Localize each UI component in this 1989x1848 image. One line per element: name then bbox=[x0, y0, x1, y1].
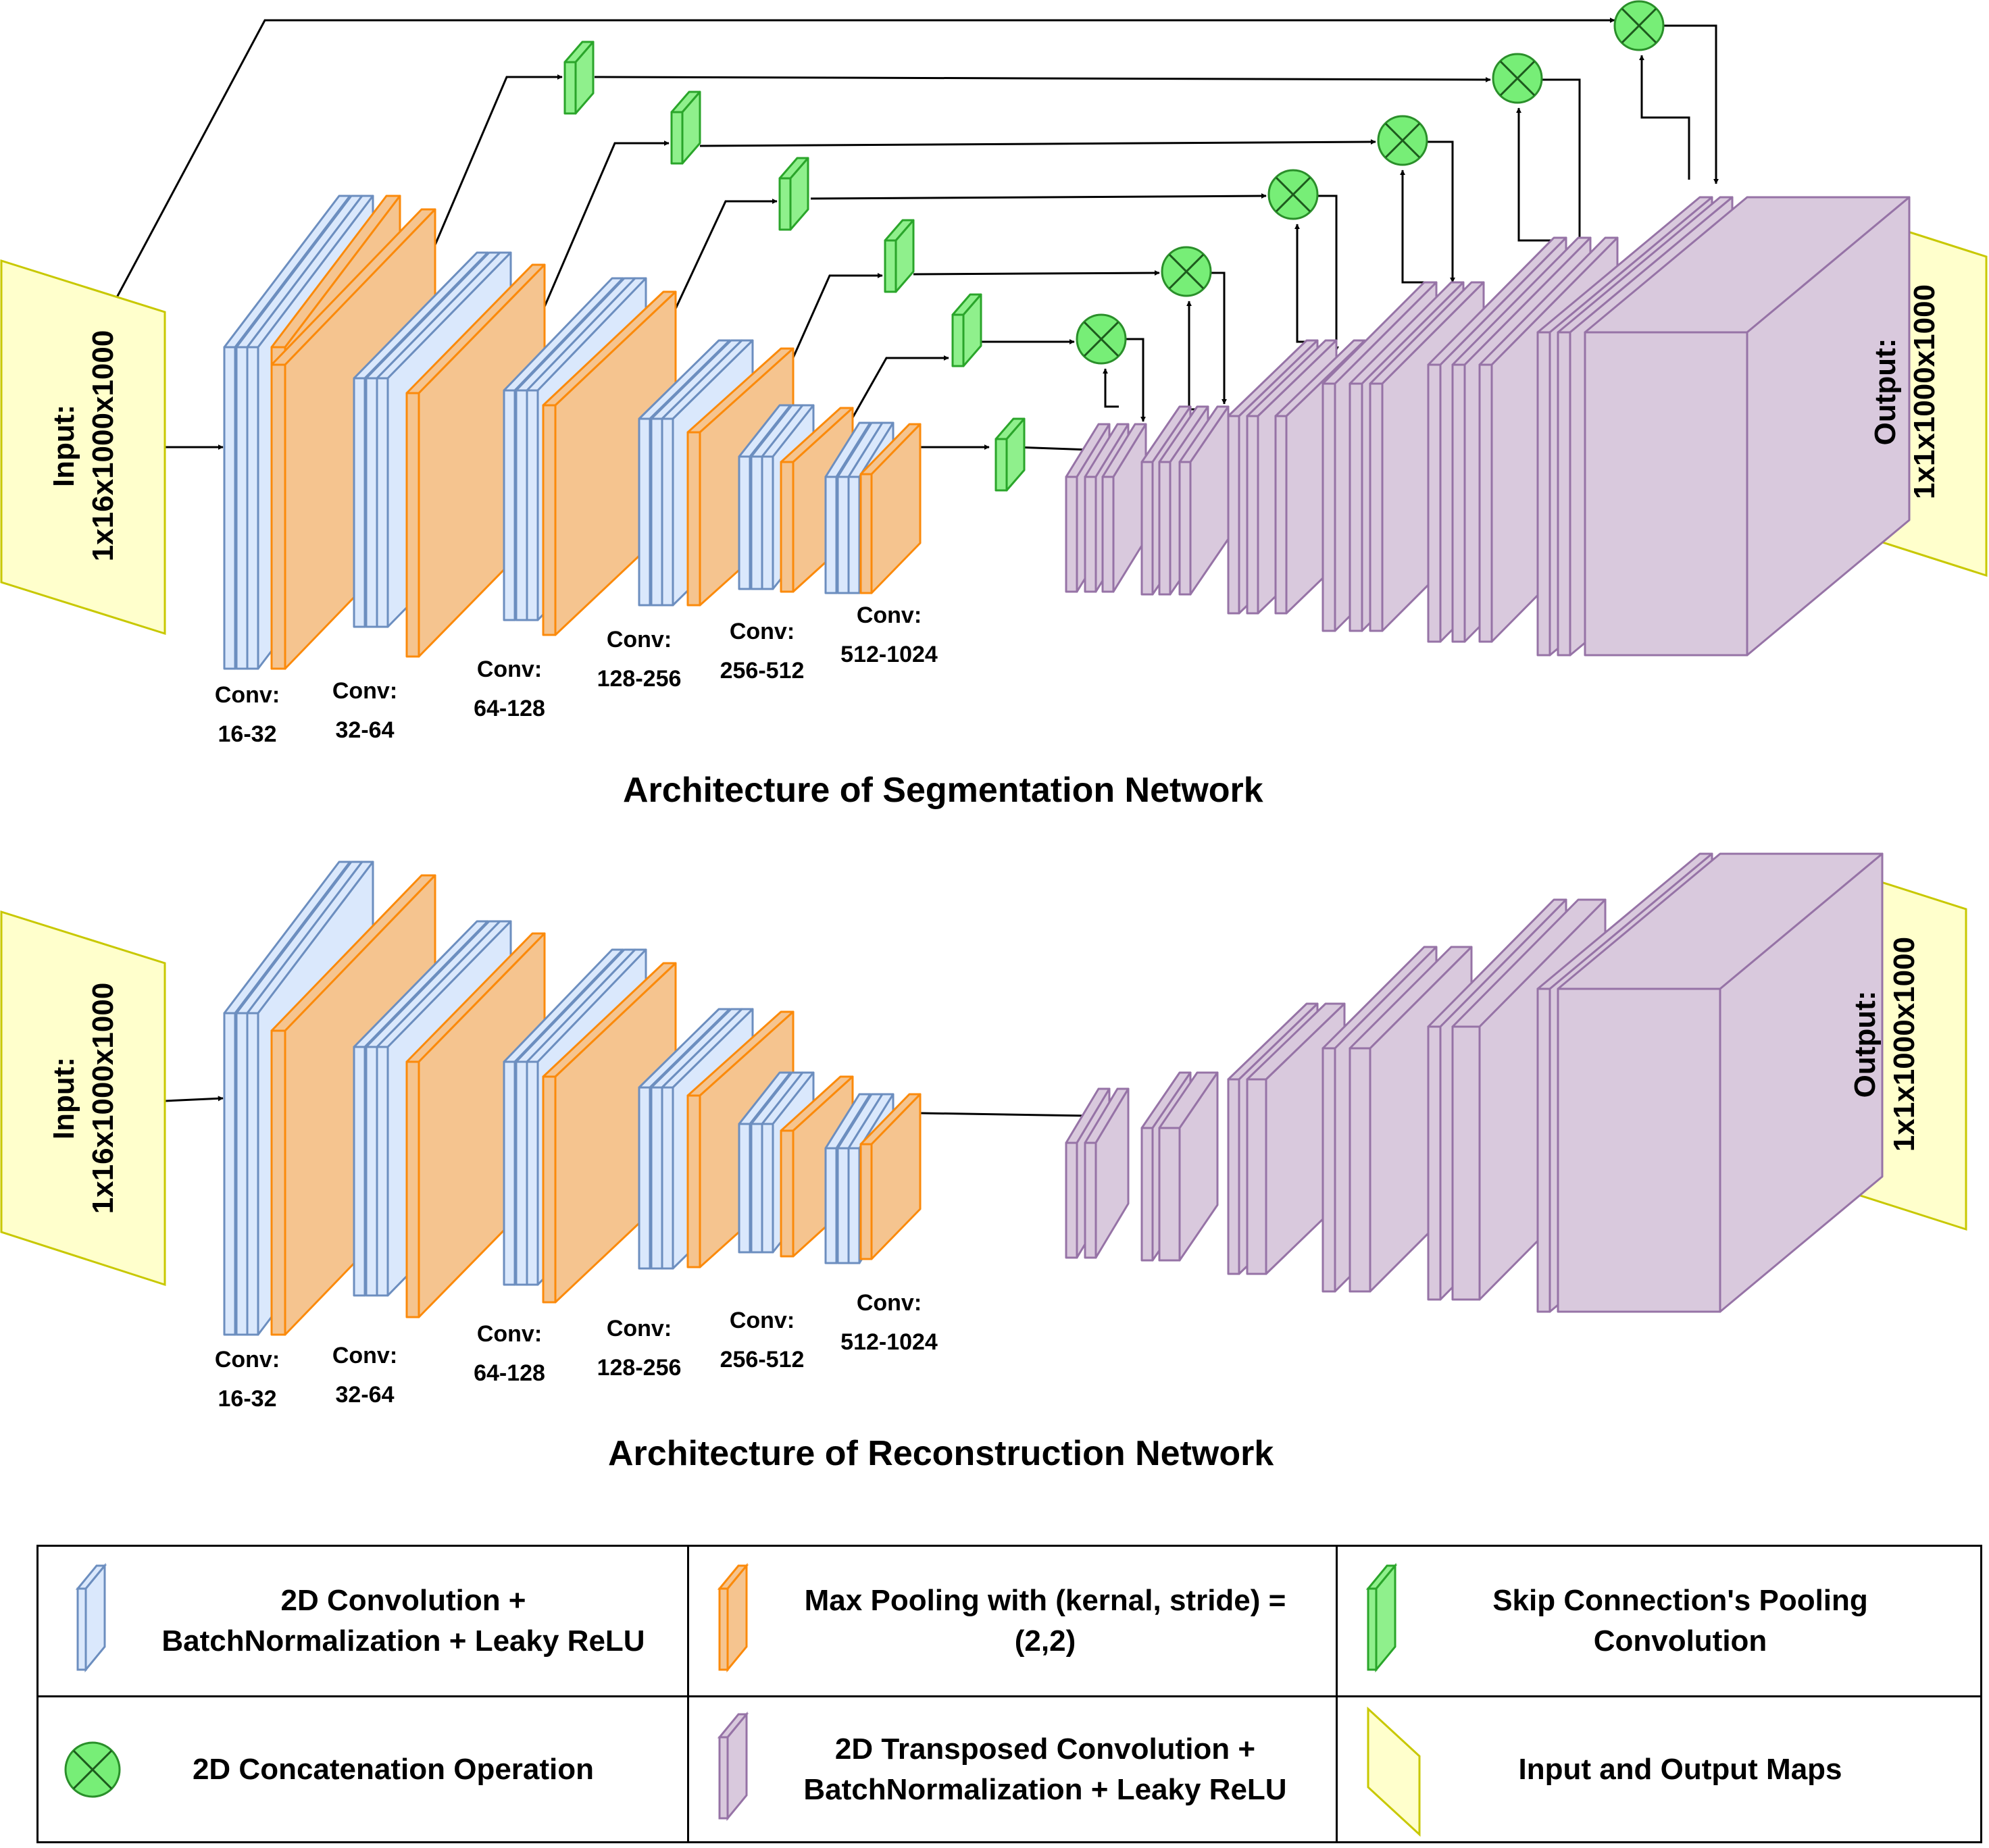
seg-conv-label-6: Conv:512-1024 bbox=[840, 602, 938, 667]
seg-concat-2 bbox=[1161, 246, 1212, 297]
seg-input-map bbox=[0, 259, 166, 636]
rec-enc2-pool bbox=[405, 932, 546, 1318]
seg-skip-conv-6 bbox=[994, 417, 1026, 492]
io-parallelogram-icon bbox=[1367, 1706, 1421, 1837]
seg-concat-5 bbox=[1492, 53, 1543, 104]
seg-skip-conv-5 bbox=[951, 293, 982, 367]
seg-skip-to-concat-2 bbox=[699, 139, 1376, 147]
legend-item-io: Input and Output Maps bbox=[1336, 1695, 1984, 1845]
seg-skip-to-concat-1 bbox=[594, 76, 1491, 82]
seg-concat-4 bbox=[1377, 115, 1428, 166]
seg-skip-conv-2 bbox=[670, 91, 701, 165]
rec-output-label: Output:1x1x1000x1000 bbox=[1848, 936, 1921, 1152]
legend-label-io: Input and Output Maps bbox=[1518, 1753, 1842, 1786]
seg-skip-arrow-4 bbox=[780, 273, 883, 386]
legend-item-concat: 2D Concatenation Operation bbox=[39, 1695, 687, 1845]
rec-dec6-2 bbox=[1557, 852, 1884, 1313]
seg-concat-1 bbox=[1076, 313, 1127, 365]
legend-item-tconv: 2D Transposed Convolution +BatchNormaliz… bbox=[687, 1695, 1336, 1845]
legend-item-conv: 2D Convolution +BatchNormalization + Lea… bbox=[39, 1547, 687, 1695]
rec-conv-label-6: Conv:512-1024 bbox=[840, 1290, 938, 1355]
conv-slab-icon bbox=[75, 1562, 107, 1673]
seg-conv-label-2: Conv:32-64 bbox=[332, 678, 398, 743]
seg-concat-down-3 bbox=[1317, 195, 1339, 352]
legend-label-conv: 2D Convolution +BatchNormalization + Lea… bbox=[161, 1584, 645, 1658]
rec-conv-label-1: Conv:16-32 bbox=[214, 1347, 280, 1412]
rec-conv-label-3: Conv:64-128 bbox=[474, 1321, 545, 1386]
seg-skip-to-concat-3 bbox=[810, 193, 1267, 200]
seg-skip-arrow-1 bbox=[431, 74, 563, 252]
seg-concat-down-1 bbox=[1126, 338, 1146, 422]
seg-concat-up-1 bbox=[1103, 368, 1119, 408]
rec-input-arrow bbox=[164, 1096, 224, 1102]
seg-concat-up-3 bbox=[1294, 224, 1316, 343]
seg-concat-6 bbox=[1613, 0, 1665, 51]
seg-bottleneck-arrow-2 bbox=[1015, 446, 1091, 453]
architecture-diagram bbox=[0, 0, 1988, 1336]
legend-divider bbox=[687, 1547, 689, 1841]
rec-enc6-pool bbox=[859, 1093, 922, 1260]
seg-output-label: Output:1x1x1000x1000 bbox=[1869, 284, 1941, 500]
rec-bottleneck-arrow bbox=[920, 1112, 1091, 1119]
seg-concat-3 bbox=[1267, 169, 1319, 220]
seg-skip-arrow-3 bbox=[661, 199, 778, 338]
legend-divider bbox=[1336, 1547, 1338, 1841]
seg-concat-down-6 bbox=[1662, 24, 1719, 184]
rec-conv-label-2: Conv:32-64 bbox=[332, 1343, 398, 1408]
seg-conv-label-5: Conv:256-512 bbox=[720, 619, 805, 684]
seg-skip-arrow-2 bbox=[543, 140, 670, 307]
seg-skip-arrow-5 bbox=[845, 355, 949, 430]
seg-skip-to-concat-4 bbox=[913, 270, 1160, 276]
seg-concat-up-6 bbox=[1639, 55, 1690, 180]
seg-concat-up-5 bbox=[1516, 107, 1551, 242]
seg-skip-conv-1 bbox=[563, 41, 595, 115]
seg-conv-label-1: Conv:16-32 bbox=[214, 682, 280, 747]
seg-title: Architecture of Segmentation Network bbox=[623, 771, 1263, 810]
pool-slab-icon bbox=[717, 1562, 749, 1673]
tconv-slab-icon bbox=[717, 1711, 749, 1822]
seg-skip-conv-3 bbox=[778, 157, 809, 231]
seg-concat-down-2 bbox=[1209, 272, 1227, 405]
seg-input-skip-arrow bbox=[115, 18, 1615, 299]
seg-conv-label-3: Conv:64-128 bbox=[474, 657, 545, 721]
legend-item-pool: Max Pooling with (kernal, stride) =(2,2) bbox=[687, 1547, 1336, 1695]
seg-enc6-pool bbox=[859, 423, 922, 594]
skip-slab-icon bbox=[1365, 1562, 1398, 1673]
rec-conv-label-4: Conv:128-256 bbox=[597, 1316, 682, 1381]
seg-dec6-3 bbox=[1584, 196, 1911, 657]
rec-dec2-2 bbox=[1158, 1071, 1219, 1262]
legend-label-pool: Max Pooling with (kernal, stride) =(2,2) bbox=[804, 1584, 1286, 1658]
rec-conv-label-5: Conv:256-512 bbox=[720, 1308, 805, 1372]
rec-input-map bbox=[0, 910, 166, 1287]
concat-circle-icon bbox=[64, 1741, 121, 1798]
seg-skip-conv-4 bbox=[884, 219, 915, 293]
legend-divider bbox=[39, 1695, 1980, 1697]
rec-input-label: Input:1x16x1000x1000 bbox=[47, 982, 120, 1214]
legend-label-concat: 2D Concatenation Operation bbox=[192, 1753, 595, 1786]
seg-concat-up-4 bbox=[1400, 170, 1435, 284]
seg-conv-label-4: Conv:128-256 bbox=[597, 627, 682, 692]
seg-input-label: Input:1x16x1000x1000 bbox=[47, 330, 120, 562]
legend: 2D Convolution +BatchNormalization + Lea… bbox=[36, 1545, 1982, 1843]
rec-dec1-2 bbox=[1084, 1087, 1130, 1259]
rec-title: Architecture of Reconstruction Network bbox=[608, 1434, 1274, 1473]
legend-label-tconv: 2D Transposed Convolution +BatchNormaliz… bbox=[803, 1732, 1287, 1806]
seg-concat-up-2 bbox=[1186, 301, 1199, 411]
seg-concat-down-4 bbox=[1427, 140, 1455, 283]
seg-concat-down-5 bbox=[1542, 78, 1582, 245]
